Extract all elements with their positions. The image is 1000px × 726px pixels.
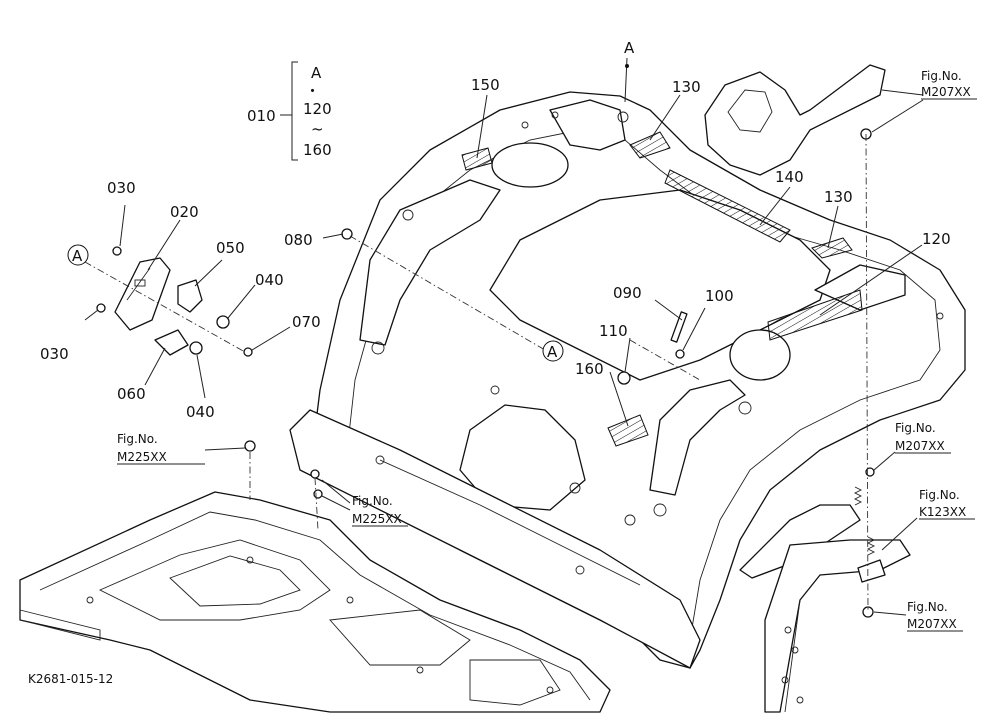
washer-100 bbox=[675, 349, 685, 359]
bracket-line-a: A bbox=[311, 64, 322, 82]
left-brackets bbox=[96, 128, 875, 618]
bracket-line-160: 160 bbox=[303, 141, 332, 159]
rear-bracket bbox=[739, 486, 911, 713]
decal-160 bbox=[607, 414, 649, 447]
grommet-080 bbox=[341, 228, 353, 240]
bolt-floor bbox=[244, 440, 256, 452]
bracket-line-dot: ・ bbox=[305, 82, 320, 100]
callout-140: 140 bbox=[775, 168, 804, 186]
bolt-070 bbox=[243, 347, 253, 357]
bolt-bottom bbox=[862, 606, 874, 618]
drawing-code: K2681-015-12 bbox=[28, 672, 113, 686]
bracket-020 bbox=[114, 257, 171, 331]
figref-bottom-right-title: Fig.No. bbox=[907, 600, 948, 614]
figref-floor-left-title: Fig.No. bbox=[117, 432, 158, 446]
nut-040a bbox=[216, 315, 230, 329]
callout-a-mid-ring bbox=[542, 340, 564, 362]
fender-body bbox=[289, 91, 966, 669]
callout-080: 080 bbox=[284, 231, 313, 249]
callout-040-bottom: 040 bbox=[186, 403, 215, 421]
leader-lines bbox=[84, 57, 924, 616]
nut-110 bbox=[617, 371, 631, 385]
figref-mid-right-code: M207XX bbox=[895, 439, 945, 453]
decal-150 bbox=[461, 147, 493, 171]
bracket-line-tilde: ~ bbox=[311, 120, 324, 138]
callout-150: 150 bbox=[471, 76, 500, 94]
figref-mid-right-title: Fig.No. bbox=[895, 421, 936, 435]
callout-090: 090 bbox=[613, 284, 642, 302]
callout-100: 100 bbox=[705, 287, 734, 305]
callout-a-top-dot bbox=[625, 64, 629, 68]
decal-130-right bbox=[811, 237, 853, 259]
figref-k123-title: Fig.No. bbox=[919, 488, 960, 502]
figref-floor-left-code: M225XX bbox=[117, 450, 167, 464]
callout-130-right: 130 bbox=[824, 188, 853, 206]
figref-floor-mid-title: Fig.No. bbox=[352, 494, 393, 508]
figref-k123-code: K123XX bbox=[919, 505, 966, 519]
figref-top-right-code: M207XX bbox=[921, 85, 971, 99]
callout-110: 110 bbox=[599, 322, 628, 340]
hand-grip bbox=[704, 64, 886, 176]
washer-mid bbox=[865, 467, 875, 477]
nut-040b bbox=[189, 341, 203, 355]
bolt-090 bbox=[670, 311, 688, 343]
label-010: 010 bbox=[247, 107, 276, 125]
floor-plate bbox=[19, 491, 611, 713]
washer-floor-a bbox=[310, 469, 320, 479]
callout-020: 020 bbox=[170, 203, 199, 221]
figref-bottom-right-code: M207XX bbox=[907, 617, 957, 631]
screw-030b bbox=[96, 303, 106, 313]
washer-floor-b bbox=[313, 489, 323, 499]
bracket-060 bbox=[154, 329, 189, 356]
decal-140 bbox=[664, 169, 791, 243]
figref-top-right-title: Fig.No. bbox=[921, 69, 962, 83]
text-labels: 010 A ・ 120 ~ 160 A 150 130 140 130 120 … bbox=[28, 39, 977, 686]
callout-050: 050 bbox=[216, 239, 245, 257]
callout-120: 120 bbox=[922, 230, 951, 248]
callout-a-mid: A bbox=[547, 343, 558, 361]
callout-060: 060 bbox=[117, 385, 146, 403]
bracket-line-120: 120 bbox=[303, 100, 332, 118]
screw-030a bbox=[112, 246, 122, 256]
callout-030-top: 030 bbox=[107, 179, 136, 197]
callout-160: 160 bbox=[575, 360, 604, 378]
callout-040-top: 040 bbox=[255, 271, 284, 289]
callout-a-left-ring bbox=[67, 244, 89, 266]
bracket-050 bbox=[177, 279, 203, 313]
callout-030-bottom: 030 bbox=[40, 345, 69, 363]
callout-a-top: A bbox=[624, 39, 635, 57]
figref-floor-mid-code: M225XX bbox=[352, 512, 402, 526]
callout-130-top: 130 bbox=[672, 78, 701, 96]
callout-a-left: A bbox=[72, 247, 83, 265]
callout-070: 070 bbox=[292, 313, 321, 331]
decal-130-top bbox=[629, 131, 671, 159]
